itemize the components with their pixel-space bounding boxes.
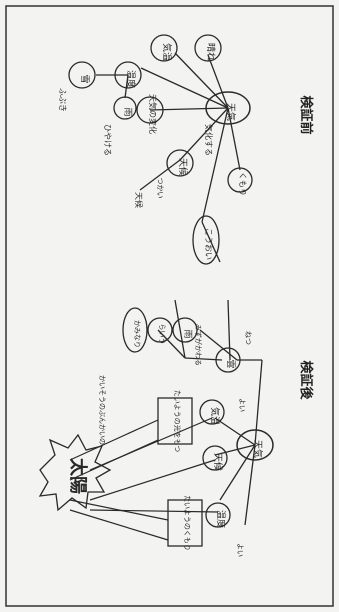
sun-note: かいそうのぶんかいの [98,375,106,445]
before-node-kikasuru: 気化する [204,124,214,156]
svg-text:雨: 雨 [182,329,193,338]
svg-text:天気: 天気 [252,440,264,458]
svg-text:太陽: 太陽 [67,458,89,494]
svg-text:天候: 天候 [212,453,224,471]
before-node-yuki: 雪 [68,61,96,89]
sun-burst [38,433,112,512]
before-node-fubuki: ふぶき [58,88,67,112]
svg-text:かいそうのぶんかいの: かいそうのぶんかいの [98,375,106,445]
after-node-ondo: 温度 [205,502,231,528]
before-node-tenki-henka: 天気の変化 [136,94,164,134]
before-node-kouoi: こうおい [192,215,220,265]
svg-text:かみなり: かみなり [133,320,141,348]
after-box-2: たいようのくもり [167,495,203,551]
after-node-raiu: らいう [147,317,173,345]
svg-text:くもり: くもり [238,172,247,196]
svg-text:こうおい: こうおい [204,228,213,260]
sun-label: 太陽 [67,458,89,494]
after-node-kumo: 雲 [215,347,241,373]
before-node-kion: 晴れ [194,34,222,62]
svg-text:天気: 天気 [225,103,237,121]
after-node-kion: 気温 [199,399,225,425]
svg-text:気温: 気温 [161,43,173,61]
sun-connections [69,417,219,541]
after-edge-label-4: よい [236,543,244,557]
before-map-edges [96,52,241,263]
after-center-label: 天気 [252,440,264,458]
svg-text:検証後: 検証後 [298,360,314,400]
after-edge-label-1: ねつ [244,331,252,345]
before-title: 検証前 [298,95,314,134]
svg-text:雨: 雨 [122,107,133,116]
svg-text:天気の変化: 天気の変化 [148,94,158,134]
svg-text:天候: 天候 [134,192,143,208]
after-node-ame: 雨 [172,317,198,343]
svg-text:雪: 雪 [79,74,90,83]
svg-text:よい: よい [238,398,246,412]
after-map-edges [157,299,263,526]
before-edge-label-tsukai: つかい [156,178,164,199]
before-center-node [205,91,251,125]
svg-text:温度: 温度 [125,70,137,88]
svg-text:よい: よい [236,543,244,557]
after-center-node [236,429,274,461]
after-box-1: たいようの光をもつ [157,390,193,453]
svg-text:たいようのくもり: たいようのくもり [183,495,191,551]
svg-text:温度: 温度 [215,510,227,528]
svg-text:ふぶき: ふぶき [58,88,67,112]
before-center-label: 天気 [225,103,237,121]
after-node-tenkou: 天候 [202,445,228,471]
before-node-tenkou: 天候 [166,149,194,177]
after-edge-label-2: みずがかわる [194,324,203,366]
svg-text:気温: 気温 [209,407,221,425]
before-node-tenkou2: 天候 [134,192,143,208]
after-node-kaminari: かみなり [122,307,148,353]
before-node-ondo: 温度 [114,61,142,89]
svg-text:雲: 雲 [225,359,236,368]
after-edge-label-3: よい [238,398,246,412]
after-title: 検証後 [298,360,314,400]
svg-text:検証前: 検証前 [298,95,314,134]
svg-text:ひやける: ひやける [103,124,112,156]
before-node-hyakeru: ひやける [103,124,112,156]
before-node-ame: 雨 [113,96,137,120]
svg-text:気化する: 気化する [204,124,214,156]
page-frame [5,5,334,607]
svg-text:天候: 天候 [177,158,189,176]
svg-text:みずがかわる: みずがかわる [194,324,203,366]
svg-text:たいようの光をもつ: たいようの光をもつ [173,390,182,453]
svg-text:らいう: らいう [158,324,166,345]
before-node-hare: 気温 [150,34,178,62]
svg-text:つかい: つかい [156,178,164,199]
before-node-kumori: くもり [227,167,253,196]
svg-text:ねつ: ねつ [244,331,252,345]
svg-text:晴れ: 晴れ [205,43,217,61]
